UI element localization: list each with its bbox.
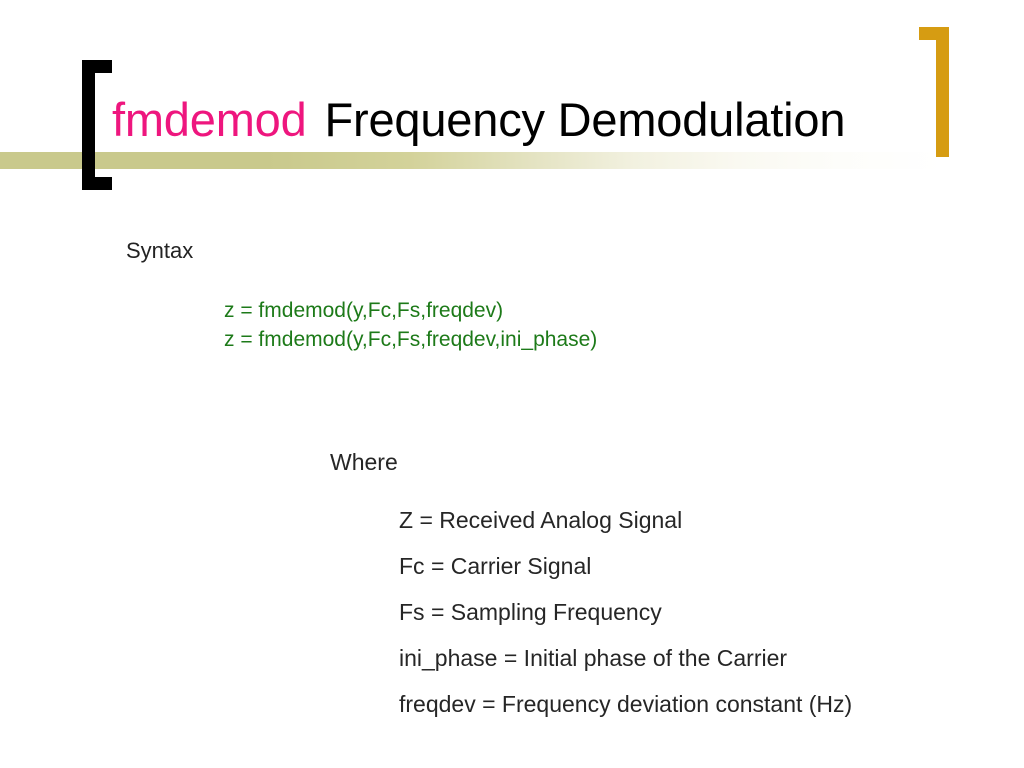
page-title: fmdemod Frequency Demodulation [112, 96, 845, 143]
parameter-definition-item: ini_phase = Initial phase of the Carrier [399, 645, 788, 671]
parameter-definition-item: Z = Received Analog Signal [399, 507, 683, 533]
right-bracket-decoration [919, 27, 949, 157]
left-bracket-decoration [82, 60, 112, 190]
parameter-definition-list: Z = Received Analog Signal Fc = Carrier … [399, 497, 852, 727]
parameter-definition-item: Fc = Carrier Signal [399, 553, 592, 579]
title-description: Frequency Demodulation [324, 93, 846, 146]
syntax-code-block: z = fmdemod(y,Fc,Fs,freqdev) z = fmdemod… [224, 296, 597, 354]
slide-title-band: fmdemod Frequency Demodulation [0, 0, 1024, 200]
syntax-code-line: z = fmdemod(y,Fc,Fs,freqdev) [224, 299, 504, 322]
where-heading: Where [330, 449, 398, 475]
syntax-heading: Syntax [126, 238, 194, 263]
parameter-definition-item: freqdev = Frequency deviation constant (… [399, 691, 853, 717]
title-underline-rule [0, 152, 1024, 169]
title-command-name: fmdemod [112, 93, 307, 146]
parameter-definition-item: Fs = Sampling Frequency [399, 599, 662, 625]
syntax-code-line: z = fmdemod(y,Fc,Fs,freqdev,ini_phase) [224, 328, 598, 351]
